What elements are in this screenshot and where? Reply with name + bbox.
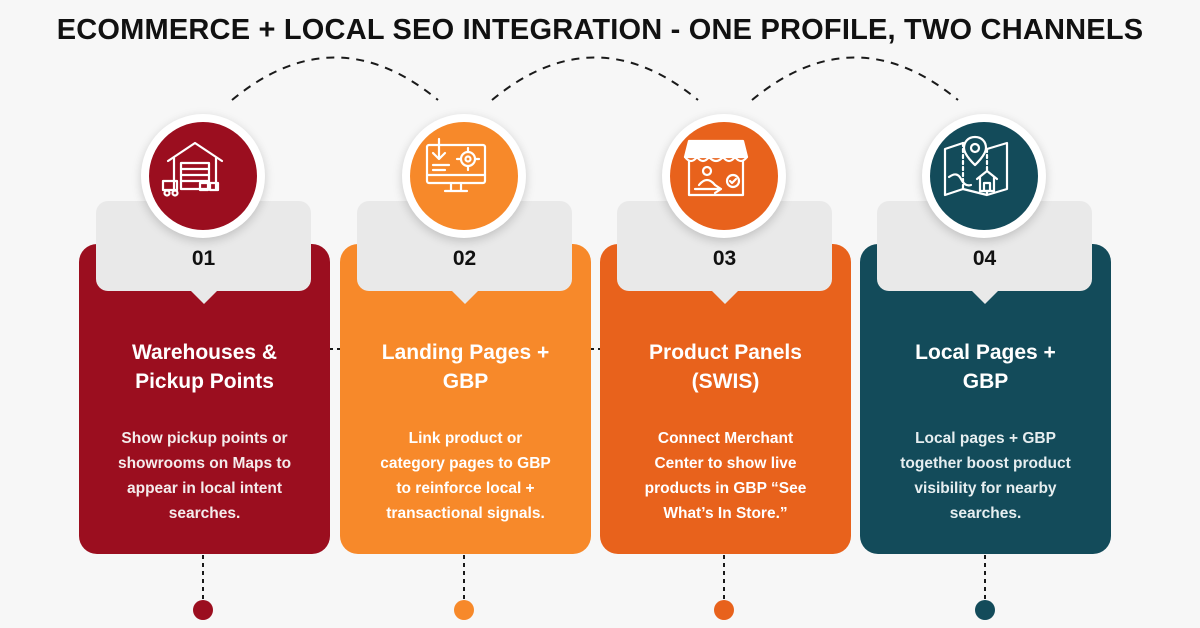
step-number: 03 bbox=[712, 247, 737, 270]
step-heading: Warehouses &Pickup Points bbox=[131, 341, 278, 393]
step-card-1: Warehouses &Pickup Points Show pickup po… bbox=[79, 244, 330, 554]
timeline-dot-2 bbox=[454, 600, 474, 620]
step-number: 04 bbox=[972, 247, 997, 270]
timeline-dot-3 bbox=[714, 600, 734, 620]
step-icon-badge-2 bbox=[402, 114, 526, 238]
step-icon-badge-1 bbox=[141, 114, 265, 238]
step-number: 01 bbox=[191, 247, 216, 270]
warehouse-icon bbox=[161, 141, 224, 197]
timeline-dot-4 bbox=[975, 600, 995, 620]
step-icon-badge-4 bbox=[922, 114, 1046, 238]
step-heading: Landing Pages +GBP bbox=[381, 341, 550, 393]
timeline-dot-1 bbox=[193, 600, 213, 620]
step-heading: Product Panels(SWIS) bbox=[649, 341, 802, 393]
step-icon-badge-3 bbox=[662, 114, 786, 238]
landing-page-icon bbox=[425, 137, 487, 193]
page-title: ECOMMERCE + LOCAL SEO INTEGRATION - ONE … bbox=[56, 14, 1144, 46]
step-number: 02 bbox=[452, 247, 477, 270]
step-heading: Local Pages +GBP bbox=[915, 341, 1056, 393]
map-location-icon bbox=[943, 135, 1009, 197]
storefront-icon bbox=[683, 139, 749, 197]
